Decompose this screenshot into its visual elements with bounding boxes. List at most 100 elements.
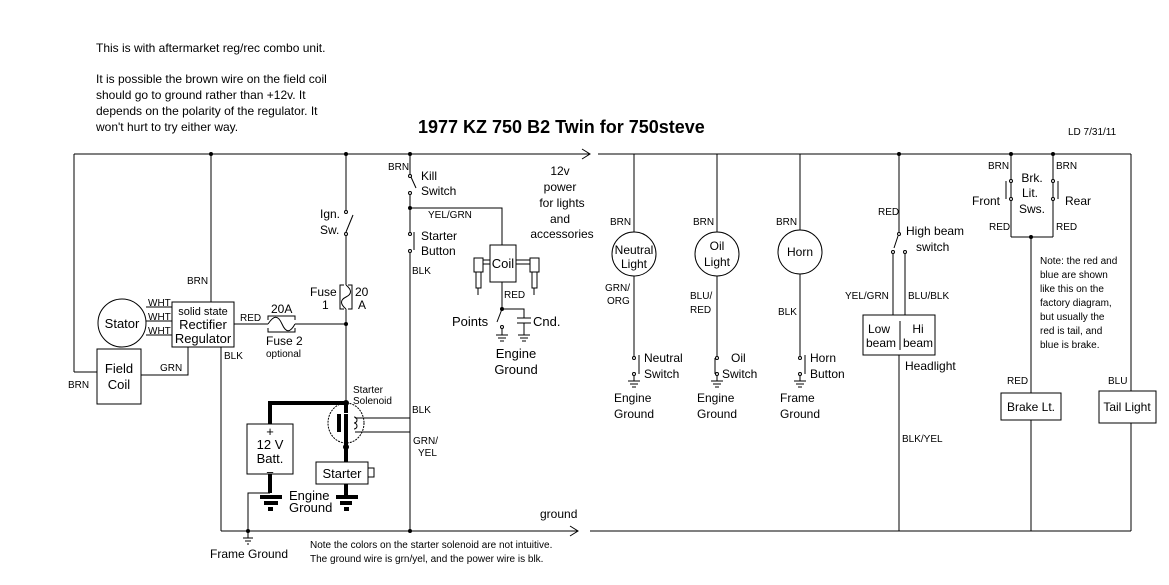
label-starter-battery-2: Batt. <box>257 451 284 466</box>
ignition-circuit: BRN Kill Switch YEL/GRN Starter Button B… <box>388 154 560 531</box>
label-brake-note-6: blue is brake. <box>1040 340 1099 351</box>
label-indicators-0-lamp-0: Neutral <box>615 243 654 257</box>
label-headlight-hi-1: beam <box>903 336 933 350</box>
note-field-coil-2: should go to ground rather than +12v. It <box>96 88 306 102</box>
label-charging-fuse1-0: Fuse <box>310 285 337 299</box>
label-starter-battery-3: − <box>266 465 274 480</box>
label-brake-brake_lamp: Brake Lt. <box>1007 400 1055 414</box>
label-ignition-starter_button-1: Button <box>421 244 456 258</box>
label-indicators-0-switch-0: Neutral <box>644 351 683 365</box>
label-starter-blk: BLK <box>412 405 431 416</box>
label-starter-grn_yel-0: GRN/ <box>413 436 438 447</box>
label-ignition-blk: BLK <box>412 266 431 277</box>
label-ignition-brn: BRN <box>388 162 409 173</box>
label-indicators-0-wire_in: BRN <box>610 217 631 228</box>
label-indicators-1-wire_out-1: RED <box>690 305 711 316</box>
label-indicators-1-wire_out-0: BLU/ <box>690 291 712 302</box>
charging-system: BRN Stator WHT WHT WHT solid state Recti… <box>68 154 348 531</box>
label-brake-red_left: RED <box>989 222 1010 233</box>
label-indicators-1-switch-0: Oil <box>731 351 746 365</box>
solenoid-note-1: Note the colors on the starter solenoid … <box>310 540 552 551</box>
label-charging-regulator-0: solid state <box>178 306 228 318</box>
label-starter-solenoid-1: Solenoid <box>353 396 392 407</box>
horn-circuit: BRN Horn BLK Horn Button Frame Ground <box>776 217 845 421</box>
label-ignition-red: RED <box>504 290 525 301</box>
label-indicators-1-switch-1: Switch <box>722 367 757 381</box>
label-ignition-coil: Coil <box>492 256 515 271</box>
spark-plug-right <box>529 257 540 273</box>
stator <box>97 298 147 348</box>
label-indicators-2-lamp-0: Horn <box>787 245 813 259</box>
label-charging-wht: WHT <box>148 326 171 337</box>
label-starter-engine_ground-1: Ground <box>289 500 332 515</box>
field-coil <box>96 348 142 405</box>
rectifier-regulator <box>171 301 235 348</box>
label-starter-grn_yel-1: YEL <box>418 448 437 459</box>
label-charging-regulator-2: Regulator <box>175 331 232 346</box>
label-charging-wht: WHT <box>148 312 171 323</box>
battery <box>246 423 294 475</box>
top-notes: This is with aftermarket reg/rec combo u… <box>95 41 327 134</box>
power-label: 12v power for lights and accessories <box>530 164 593 241</box>
solenoid-note-2: The ground wire is grn/yel, and the powe… <box>310 554 543 565</box>
label-starter-starter: Starter <box>322 466 362 481</box>
label-indicators-0-lamp-1: Light <box>621 257 648 271</box>
label-ignition-points: Points <box>452 314 489 329</box>
label-charging-blk: BLK <box>224 351 243 362</box>
label-brake-note-1: blue are shown <box>1040 270 1108 281</box>
label-headlight-switch-1: switch <box>916 240 949 254</box>
label-indicators-2-wire_out-0: BLK <box>778 307 797 318</box>
ignition-coil <box>489 244 517 283</box>
label-starter-battery-1: 12 V <box>257 437 284 452</box>
label-indicators-2-ground-0: Frame <box>780 391 815 405</box>
label-brake-red_right: RED <box>1056 222 1077 233</box>
label-charging-fuse2-0: Fuse 2 <box>266 334 303 348</box>
label-ignition-ground-0: Engine <box>496 346 536 361</box>
label-brake-tail_lamp: Tail Light <box>1103 400 1151 414</box>
label-ignition-kill_switch-1: Switch <box>421 184 456 198</box>
label-indicators-0-wire_out-1: ORG <box>607 296 630 307</box>
label-headlight-low-0: Low <box>868 322 890 336</box>
label-headlight-hi-0: Hi <box>912 322 923 336</box>
label-indicators-1-lamp-1: Light <box>704 255 731 269</box>
label-brake-switches-0: Brk. <box>1021 171 1042 185</box>
label-bus-power_label-4: accessories <box>530 227 593 241</box>
label-indicators-1-ground-1: Ground <box>697 407 737 421</box>
ground-label: ground <box>540 507 577 521</box>
label-starter-frame_ground-1: Ground <box>248 547 288 561</box>
label-headlight-blu_blk: BLU/BLK <box>908 291 949 302</box>
label-brake-red_lamp: RED <box>1007 376 1028 387</box>
label-brake-switches-2: Sws. <box>1019 202 1045 216</box>
label-indicators-2-ground-1: Ground <box>780 407 820 421</box>
label-charging-red: RED <box>240 313 261 324</box>
label-bus-power_label-0: 12v <box>550 164 569 178</box>
label-charging-wht: WHT <box>148 298 171 309</box>
label-brake-note-2: like this on the <box>1040 284 1104 295</box>
author-date: LD 7/31/11 <box>1068 127 1117 138</box>
diagram-title: 1977 KZ 750 B2 Twin for 750steve <box>418 117 705 137</box>
label-ignition-ign_sw-1: Sw. <box>320 223 339 237</box>
label-brake-brn_right: BRN <box>1056 161 1077 172</box>
label-brake-note-0: Note: the red and <box>1040 256 1117 267</box>
note-aftermarket: This is with aftermarket reg/rec combo u… <box>96 41 325 55</box>
label-indicators-0-ground-1: Ground <box>614 407 654 421</box>
starter-solenoid <box>327 402 365 444</box>
label-charging-fuse1_rating-0: 20 <box>355 285 369 299</box>
ground-bus: ground <box>221 396 1132 537</box>
label-brake-note-4: but usually the <box>1040 312 1105 323</box>
label-charging-regulator-1: Rectifier <box>179 317 227 332</box>
label-headlight-blk_yel: BLK/YEL <box>902 434 943 445</box>
note-field-coil-4: won't hurt to try either way. <box>95 120 238 134</box>
label-charging-fuse2-1: optional <box>266 349 301 360</box>
label-starter-battery-0: + <box>266 424 274 439</box>
label-starter-frame_ground-0: Frame <box>210 547 245 561</box>
label-charging-stator: Stator <box>105 316 140 331</box>
label-ignition-ground-1: Ground <box>494 362 537 377</box>
label-ignition-kill_switch-0: Kill <box>421 169 437 183</box>
label-indicators-1-ground-0: Engine <box>697 391 735 405</box>
label-ignition-yel_grn: YEL/GRN <box>428 210 472 221</box>
label-brake-front: Front <box>972 194 1001 208</box>
tail-lamp <box>1098 390 1157 424</box>
note-field-coil-3: depends on the polarity of the regulator… <box>96 104 318 118</box>
label-charging-field_coil-0: Field <box>105 361 133 376</box>
